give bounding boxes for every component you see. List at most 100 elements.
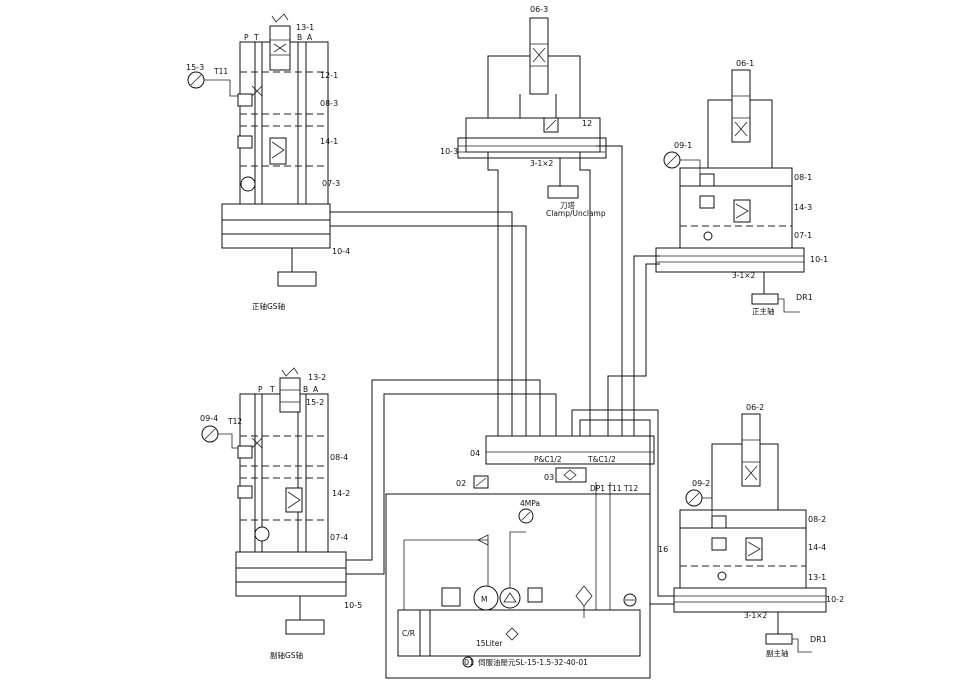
tag-09-1: 09-1 bbox=[674, 141, 692, 150]
port-a: A bbox=[307, 33, 313, 42]
pump-icon bbox=[499, 587, 521, 609]
directional-valve bbox=[529, 17, 549, 95]
motor-icon bbox=[473, 585, 499, 611]
manifold-bottom-left: 副轴GS轴 P T B A 09-4 T12 13-2 15-2 08-4 14… bbox=[200, 367, 362, 660]
power-unit: C/R 15Liter M 4MPa DP1 T11 T12 01 伺服油壓元S… bbox=[385, 482, 651, 679]
tag-15-3: 15-3 bbox=[186, 63, 204, 72]
tag-10-2: 10-2 bbox=[826, 595, 844, 604]
relief-arrow-icon bbox=[747, 541, 761, 557]
tag-dr1: DR1 bbox=[810, 635, 827, 644]
reducing-valve bbox=[237, 445, 253, 459]
actuator-cylinder bbox=[285, 619, 325, 635]
pilot-check-icon bbox=[717, 571, 727, 581]
distributor-body bbox=[485, 435, 655, 465]
tag-14-4: 14-4 bbox=[808, 543, 826, 552]
tag-14-2: 14-2 bbox=[332, 489, 350, 498]
turret-cylinder bbox=[547, 185, 579, 199]
label-t-port: T&C1/2 bbox=[587, 455, 616, 464]
caption-sub-gs: 副轴GS轴 bbox=[270, 650, 303, 660]
actuator-cylinder bbox=[277, 271, 317, 287]
relief-arrow-icon bbox=[735, 203, 749, 219]
tag-07-1: 07-1 bbox=[794, 231, 812, 240]
tag-08-2: 08-2 bbox=[808, 515, 826, 524]
distributor-block: 04 P&C1/2 T&C1/2 03 02 16 bbox=[456, 435, 668, 554]
label-p-port: P&C1/2 bbox=[534, 455, 562, 464]
tag-09-2: 09-2 bbox=[692, 479, 710, 488]
check-valve-icon bbox=[251, 437, 263, 449]
spindle-cylinder bbox=[751, 293, 779, 305]
tag-14-3: 14-3 bbox=[794, 203, 812, 212]
label-unit-ports: DP1 T11 T12 bbox=[590, 484, 638, 493]
relief-valve bbox=[237, 135, 253, 149]
piping bbox=[330, 145, 674, 605]
tag-12: 12 bbox=[582, 119, 592, 128]
pilot-check-icon bbox=[703, 231, 713, 241]
pilot-check-icon bbox=[254, 526, 270, 542]
tag-10-1: 10-1 bbox=[810, 255, 828, 264]
relief-arrow-icon bbox=[271, 141, 285, 159]
directional-valve bbox=[741, 413, 761, 487]
port-b: B bbox=[303, 385, 308, 394]
tag-10-3: 10-3 bbox=[440, 147, 458, 156]
label-tank: 15Liter bbox=[476, 639, 503, 648]
tag-06-2: 06-2 bbox=[746, 403, 764, 412]
tag-15-2: 15-2 bbox=[306, 398, 324, 407]
port-p: P bbox=[244, 33, 249, 42]
unit-tag-circle bbox=[462, 656, 474, 668]
tag-01: 01 bbox=[464, 658, 474, 667]
tag-13-2: 13-2 bbox=[308, 373, 326, 382]
relief-valve bbox=[237, 485, 253, 499]
unit-title: 伺服油壓元SL-15-1.5-32-40-01 bbox=[478, 657, 588, 667]
base-plate bbox=[673, 587, 827, 613]
accumulator-valve bbox=[527, 587, 543, 603]
tag-02: 02 bbox=[456, 479, 466, 488]
relief-arrow-icon bbox=[287, 491, 301, 509]
port-t: T bbox=[253, 33, 259, 42]
caption-main-gs: 正轴GS轴 bbox=[252, 301, 285, 311]
strainer-icon bbox=[505, 627, 519, 641]
tag-13-1-right: 13-1 bbox=[808, 573, 826, 582]
tag-08-1: 08-1 bbox=[794, 173, 812, 182]
tag-16: 16 bbox=[658, 545, 668, 554]
tag-hx: 3-1×2 bbox=[744, 611, 768, 620]
tag-10-5: 10-5 bbox=[344, 601, 362, 610]
tag-14-1: 14-1 bbox=[320, 137, 338, 146]
label-mpa: 4MPa bbox=[520, 499, 540, 508]
tag-06-3: 06-3 bbox=[530, 5, 548, 14]
tag-13-1: 13-1 bbox=[296, 23, 314, 32]
valve-body bbox=[679, 509, 807, 589]
port-t: T bbox=[269, 385, 275, 394]
caption-turret-cn: 刀塔 bbox=[560, 200, 575, 210]
base-plate bbox=[235, 551, 347, 597]
directional-valve bbox=[441, 587, 461, 607]
oil-tank bbox=[397, 609, 641, 657]
caption-main-spindle: 正主轴 bbox=[752, 306, 775, 316]
check-valve-icon bbox=[251, 85, 263, 97]
tag-hx: 3-1×2 bbox=[732, 271, 756, 280]
directional-valve bbox=[279, 377, 301, 413]
tag-dr1: DR1 bbox=[796, 293, 813, 302]
tag-t12: T12 bbox=[227, 417, 242, 426]
filter bbox=[555, 467, 587, 483]
tag-07-3: 07-3 bbox=[322, 179, 340, 188]
tag-04: 04 bbox=[470, 449, 480, 458]
manifold-upper-right: DR1 正主轴 3-1×2 09-1 06-1 08-1 14-3 07-1 1… bbox=[655, 59, 828, 316]
tag-03: 03 bbox=[544, 473, 554, 482]
manifold-top-center: 刀塔 Clamp/Unclamp 3-1×2 06-3 12 10-3 bbox=[440, 5, 607, 218]
tag-09-4: 09-4 bbox=[200, 414, 218, 423]
filter-icon bbox=[563, 469, 577, 481]
unit-frame bbox=[385, 493, 651, 679]
filter-icon bbox=[575, 585, 593, 618]
base-plate bbox=[221, 203, 331, 249]
spindle-cylinder bbox=[765, 633, 793, 645]
tag-t11: T11 bbox=[213, 67, 228, 76]
tag-10-4: 10-4 bbox=[332, 247, 350, 256]
base-plate bbox=[655, 247, 805, 273]
tag-08-4: 08-4 bbox=[330, 453, 348, 462]
directional-valve bbox=[731, 69, 751, 143]
reducing-valve bbox=[237, 93, 253, 107]
manifold-top-left: 正轴GS轴 P T B A 15-3 T11 13-1 12-1 08-3 14… bbox=[186, 13, 350, 311]
valve-spring-icon bbox=[271, 13, 289, 23]
svg-text:M: M bbox=[481, 595, 487, 604]
tag-hx: 3-1×2 bbox=[530, 159, 554, 168]
